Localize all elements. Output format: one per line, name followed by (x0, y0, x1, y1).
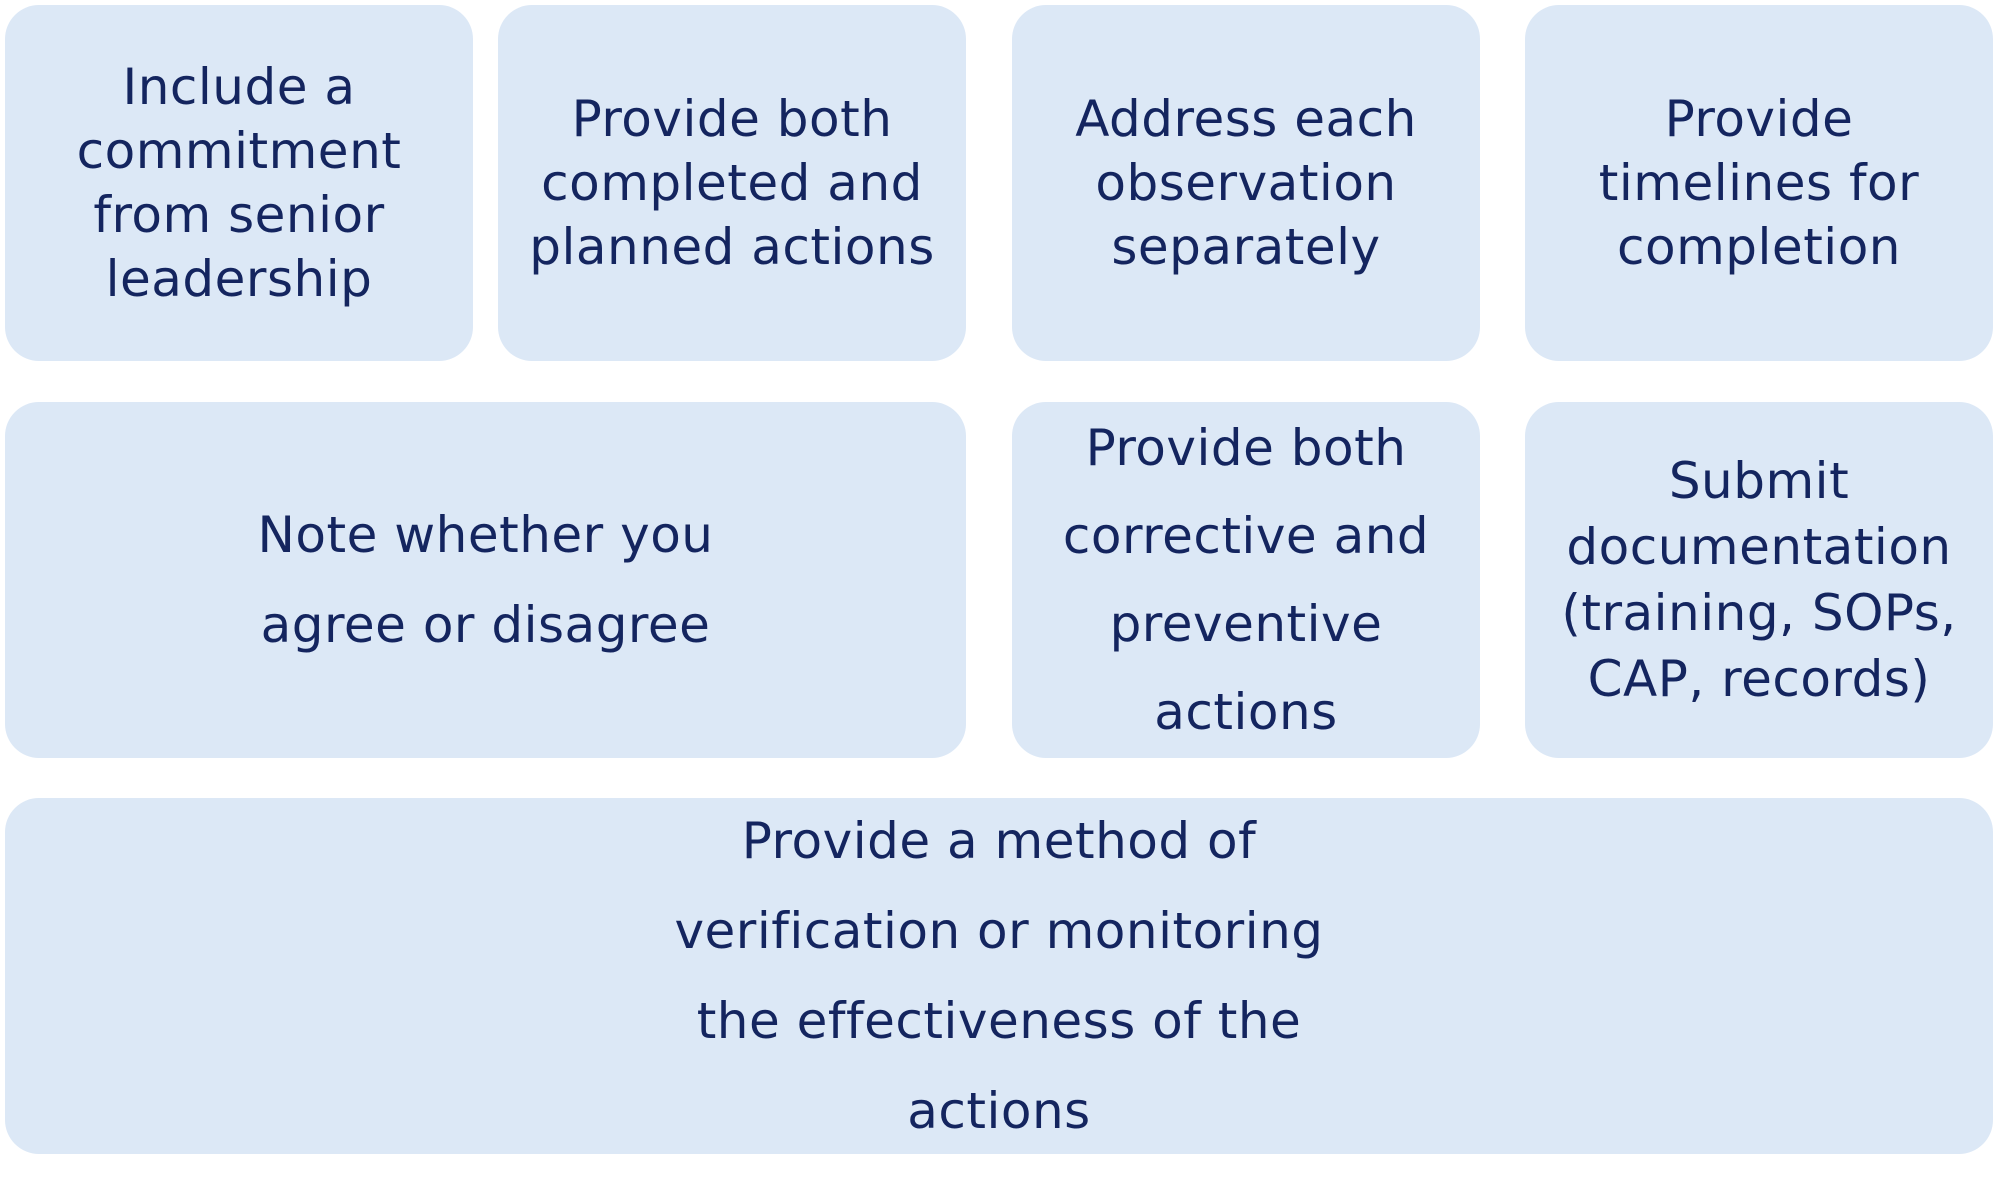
card-timelines: Provide timelines for completion (1525, 5, 1993, 361)
card-label: Address each observation separately (1075, 90, 1417, 276)
card-submit-documentation: Submit documentation (training, SOPs, CA… (1525, 402, 1993, 758)
card-label: Submit documentation (training, SOPs, CA… (1561, 452, 1957, 708)
card-label: Provide both completed and planned actio… (529, 90, 935, 276)
card-verification-method: Provide a method of verification or moni… (5, 798, 1993, 1154)
card-agree-disagree: Note whether you agree or disagree (5, 402, 966, 758)
card-label: Provide both corrective and preventive a… (1062, 419, 1430, 741)
card-label: Note whether you agree or disagree (257, 506, 714, 654)
card-corrective-preventive: Provide both corrective and preventive a… (1012, 402, 1480, 758)
card-label: Provide timelines for completion (1598, 90, 1920, 276)
card-completed-planned-actions: Provide both completed and planned actio… (498, 5, 966, 361)
card-senior-leadership-commitment: Include a commitment from senior leaders… (5, 5, 473, 361)
card-address-observations: Address each observation separately (1012, 5, 1480, 361)
card-label: Provide a method of verification or moni… (674, 812, 1324, 1140)
card-label: Include a commitment from senior leaders… (76, 58, 402, 308)
